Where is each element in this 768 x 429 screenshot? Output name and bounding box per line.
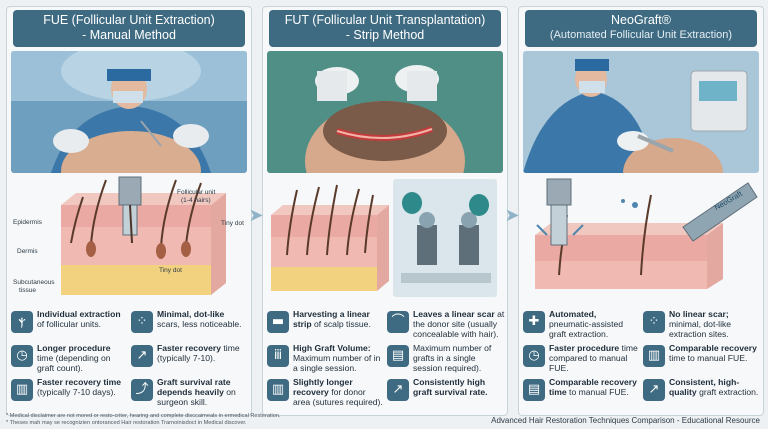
tissue-label: tissue [19,287,36,294]
feature-item: ⅲ High Graft Volume: Maximum number of i… [267,343,385,377]
dots-icon: ⁘ [131,311,153,333]
feature-item: ▥ Faster recovery time (typically 7-10 d… [11,377,129,411]
fut-header: FUT (Follicular Unit Transplantation) - … [269,10,501,47]
feature-item: ◷ Longer procedure time (depending on gr… [11,343,129,377]
footer-caption: Advanced Hair Restoration Techniques Com… [491,416,760,425]
chevron-right-icon: ➤ [248,205,264,226]
dermis-label: Dermis [17,248,38,255]
neograft-title: NeoGraft® [611,13,671,27]
recovery-bars-icon: ▥ [643,345,665,367]
feature-item: ▬ Harvesting a linear strip of scalp tis… [267,309,385,343]
follicular-unit-hairs-label: (1-4 hairs) [181,197,211,204]
footer-line-2: * Theses mah may se recognizien ontoranc… [6,420,247,426]
fue-subtitle: - Manual Method [82,28,176,42]
feature-item: ▤ Maximum number of grafts in a single s… [387,343,505,377]
fue-header: FUE (Follicular Unit Extraction) - Manua… [13,10,245,47]
feature-item: ↗ Faster recovery time (typically 7-10). [131,343,249,377]
chevron-right-icon: ➤ [504,205,520,226]
fue-title: FUE (Follicular Unit Extraction) [43,13,215,27]
fut-surgery-photo [267,51,503,173]
no-scar-icon: ⁘ [643,311,665,333]
fue-skin-diagram: Follicular unit (1-4 hairs) Tiny dot Epi… [11,175,247,307]
footer-line-1: * Medical disclaimer are not mored or re… [6,413,281,419]
epidermis-label: Epidermis [13,219,42,226]
feature-item: ▥ Slightly longer recovery for donor are… [267,377,385,411]
device-icon: ✚ [523,311,545,333]
timer-icon: ◷ [523,345,545,367]
growth-graph-icon: ⤴ [131,379,153,401]
neograft-diagram: NeoGraft [523,175,759,307]
recovery-chart-icon: ▥ [267,379,289,401]
growth-chart-icon: ↗ [131,345,153,367]
feature-item: ↗ Consistent, high-quality graft extract… [643,377,761,411]
feature-item: ⲯ Individual extraction of follicular un… [11,309,129,343]
neograft-surgery-photo [523,51,759,173]
follicular-unit-label: Follicular unit [177,189,216,196]
fue-panel: FUE (Follicular Unit Extraction) - Manua… [6,6,252,416]
hair-follicle-icon: ⲯ [11,311,33,333]
feature-item: ◷ Faster procedure time compared to manu… [523,343,641,377]
feature-item: ⤴ Graft survival rate depends heavily on… [131,377,249,411]
fue-surgery-photo [11,51,247,173]
footer-disclaimer: * Medical disclaimer are not mored or re… [6,413,466,427]
feature-item: ▤ Comparable recovery time to manual FUE… [523,377,641,411]
neograft-subtitle: (Automated Follicular Unit Extraction) [549,29,733,41]
hair-count-icon: ⅲ [267,345,289,367]
neograft-panel: NeoGraft® (Automated Follicular Unit Ext… [518,6,764,416]
tiny-dot-label-2: Tiny dot [159,267,182,274]
subcutaneous-label: Subcutaneous [13,279,55,286]
survival-chart-icon: ↗ [387,379,409,401]
feature-item: ↗ Consistently high graft survival rate. [387,377,505,411]
neograft-header: NeoGraft® (Automated Follicular Unit Ext… [525,10,757,47]
feature-item: ▥ Comparable recovery time to manual FUE… [643,343,761,377]
grafts-icon: ▤ [387,345,409,367]
clock-icon: ◷ [11,345,33,367]
feature-item: ✚ Automated, pneumatic-assisted graft ex… [523,309,641,343]
scar-icon: ⌒ [387,311,409,333]
chart-check-icon: ▥ [11,379,33,401]
quality-chart-icon: ↗ [643,379,665,401]
feature-item: ⌒ Leaves a linear scar at the donor site… [387,309,505,343]
fut-title: FUT (Follicular Unit Transplantation) [284,13,486,27]
fut-subtitle: - Strip Method [345,28,425,42]
fut-panel: FUT (Follicular Unit Transplantation) - … [262,6,508,416]
strip-icon: ▬ [267,311,289,333]
tiny-dot-label-1: Tiny dot [221,220,244,227]
fut-diagram [267,175,503,307]
comparable-chart-icon: ▤ [523,379,545,401]
feature-item: ⁘ Minimal, dot-like scars, less noticeab… [131,309,249,343]
feature-item: ⁘ No linear scar; minimal, dot-like extr… [643,309,761,343]
